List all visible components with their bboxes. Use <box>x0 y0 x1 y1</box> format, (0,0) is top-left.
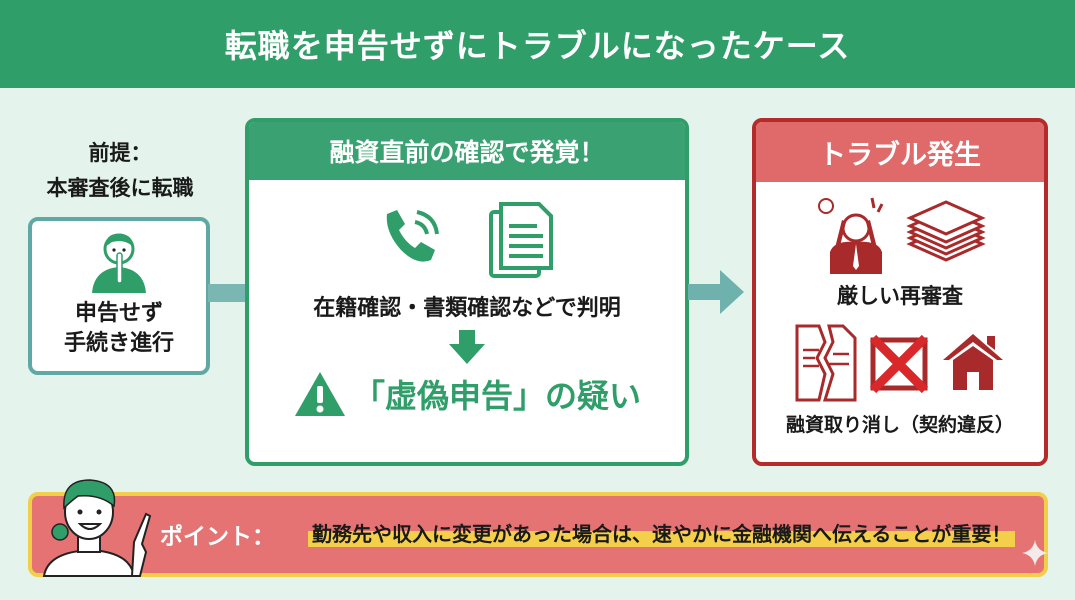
false-report-text: 「虚偽申告」の疑い <box>352 377 641 415</box>
no-report-box: 申告せず 手続き進行 <box>28 217 210 375</box>
connector <box>208 284 248 302</box>
distressed-person-icon <box>818 197 884 274</box>
down-arrow-icon <box>449 330 485 364</box>
no-report-line2: 手続き進行 <box>63 331 174 356</box>
trouble-box: トラブル発生 厳しい再審査 <box>752 118 1048 466</box>
page-title: 転職を申告せずにトラブルになったケース <box>0 0 1075 88</box>
advisor-woman-icon <box>42 479 152 577</box>
discovery-header: 融資直前の確認で発覚！ <box>249 122 685 180</box>
cancel-x-icon <box>869 334 929 394</box>
loan-cancel-label: 融資取り消し（契約違反） <box>785 414 1014 436</box>
warning-icon <box>294 372 345 416</box>
paper-stack-icon <box>906 200 986 262</box>
point-message: 勤務先や収入に変更があった場合は、速やかに金融機関へ伝えることが重要！ <box>308 518 1016 547</box>
house-icon <box>943 334 1003 390</box>
premise-text: 本審査後に転職 <box>46 176 194 200</box>
point-label: ポイント： <box>160 524 275 550</box>
document-icon <box>489 202 553 278</box>
premise-label: 前提： <box>88 141 152 165</box>
strict-review-label: 厳しい再審査 <box>837 284 963 308</box>
check-text: 在籍確認・書類確認などで判明 <box>313 296 621 321</box>
torn-contract-icon <box>795 324 857 402</box>
trouble-header: トラブル発生 <box>756 122 1044 182</box>
person-shush-icon <box>92 233 146 293</box>
phone-icon <box>386 210 439 262</box>
discovery-box: 融資直前の確認で発覚！ 在籍確認・書類確認などで判明 「虚偽申告」の疑い <box>245 118 689 466</box>
no-report-line1: 申告せず <box>74 301 163 326</box>
flow-arrow-icon <box>688 270 744 314</box>
sparkle-icon <box>1022 540 1048 566</box>
